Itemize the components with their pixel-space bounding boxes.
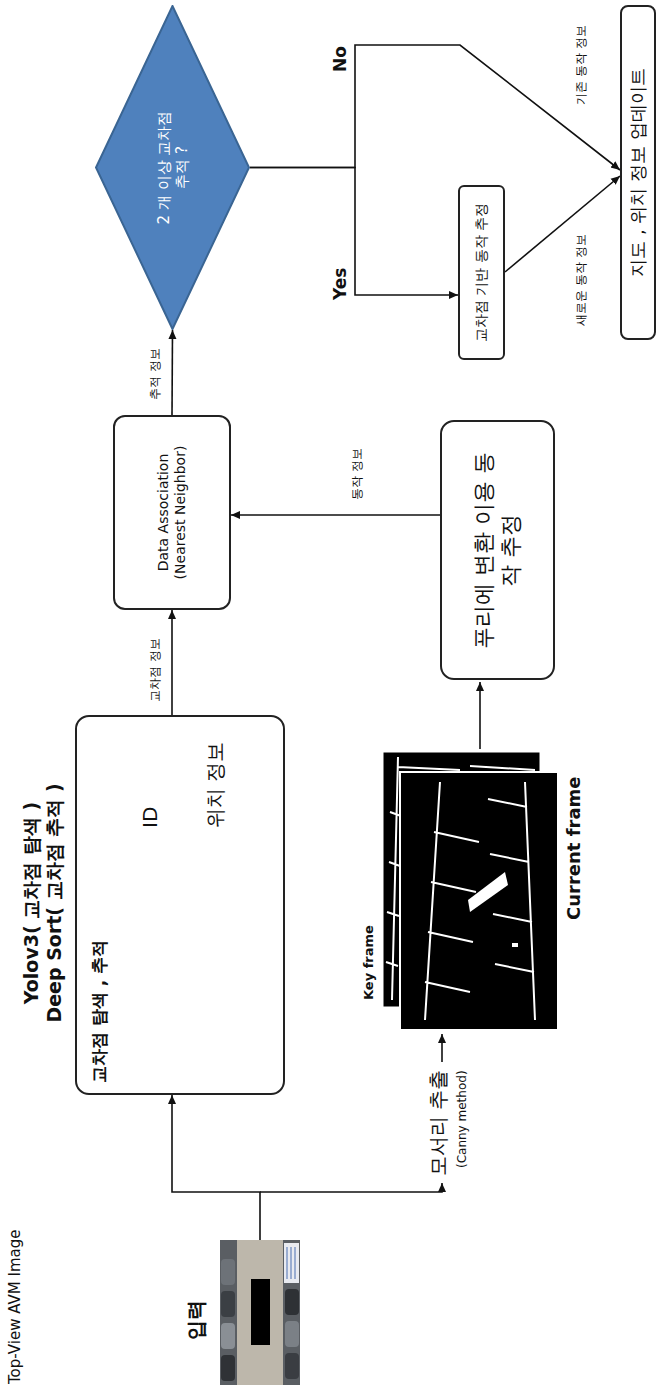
node-text: 2 개 이상 교차점 추적 ? [155,103,191,233]
frame-label: Key frame [361,923,377,1002]
edge-label: 추적 정보 [148,346,162,402]
output-label: 위치 정보 [203,742,227,828]
avm-input-image-part [220,1240,300,1385]
detection-tracking-box: Yolov3( 교차점 탐색 ) Deep Sort( 교차점 추적 )교차점 … [75,715,285,1095]
node-text: Data Association (Nearest Neighbor) [155,438,189,588]
step-label: 모서리 추출 [426,1068,450,1178]
flow-arrow [441,1034,443,1062]
connector-arrow [250,45,620,170]
box-heading: Yolov3( 교차점 탐색 ) Deep Sort( 교차점 추적 ) [20,778,66,1028]
edge-label: 새로운 동작 정보 [574,232,588,328]
canny-current-frame-part [425,782,535,1020]
process-box: 푸리에 변환 이용 동작 추정 [440,420,555,680]
process-box: 교차점 기반 동작 추정 [458,185,505,360]
avm-input-image-part [284,1243,299,1283]
avm-input-image-part [287,1247,295,1279]
edge-label: Yes [330,266,350,302]
edge-label: 교차점 정보 [148,636,162,704]
canny-current-frame-part [400,772,558,1030]
connector-arrow [505,176,620,272]
canny-current-frame [400,772,558,1030]
avm-input-image-part [221,1259,235,1285]
node-text: 지도 , 위치 정보 업데이트 [627,68,649,277]
connector-arrow [172,1095,260,1240]
avm-input-image-part [221,1323,235,1349]
edge-label: No [330,44,350,74]
connector-arrow [171,610,173,715]
connector-arrow [231,514,440,516]
canny-current-frame-part [468,872,508,912]
connector-arrow [250,168,458,296]
canny-current-frame-part [512,943,518,947]
output-box: 지도 , 위치 정보 업데이트 [620,5,656,340]
input-heading: 입력 [184,1300,208,1340]
avm-input-image-part [251,1279,270,1345]
edge-label: 동작 정보 [350,446,364,502]
frame-label: Current frame [563,775,585,923]
method-note: (Canny method) [455,1068,469,1170]
box-subtitle: 교차점 탐색 , 추적 [89,940,109,1083]
node-text: 푸리에 변환 이용 동작 추정 [471,450,524,650]
output-label: ID [138,807,162,828]
branch-line [260,1183,442,1192]
process-box: Data Association (Nearest Neighbor) [113,415,231,610]
diamond-shape [96,6,249,329]
avm-input-image-part [221,1355,235,1381]
avm-input-image-part [285,1289,299,1315]
avm-input-image-part [283,1240,300,1385]
avm-input-image-part [285,1353,299,1379]
avm-input-image-part [285,1321,299,1347]
node-text: 교차점 기반 동작 추정 [473,203,490,342]
avm-input-image-part [221,1291,235,1317]
input-caption: Top-View AVM Image [6,1230,24,1384]
avm-input-image-part [220,1240,237,1385]
input-image-box: 입력Top-View AVM Image [220,1240,300,1385]
avm-input-image [220,1240,300,1385]
flow-note: 기존 동작 정보 [574,23,588,107]
flow-arrow [479,682,481,749]
decision-diamond: 2 개 이상 교차점 추적 ? [95,5,250,330]
connector-arrow [171,330,173,415]
